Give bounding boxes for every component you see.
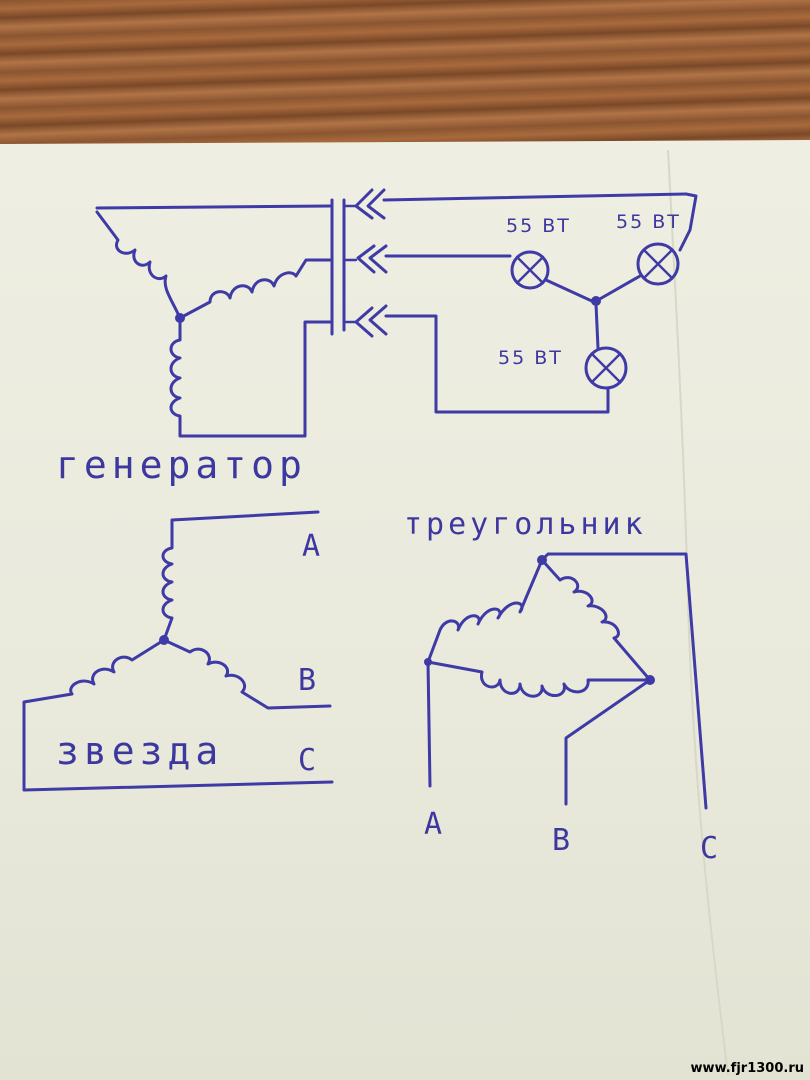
triangle-label-c: C	[700, 831, 722, 866]
watermark-text: www.fjr1300.ru	[690, 1061, 804, 1076]
plug-chevrons-mid	[356, 244, 512, 274]
lamp-left-label: 55 ВТ	[506, 215, 571, 237]
triangle-winding-left	[426, 558, 544, 664]
star-label-a: A	[302, 529, 324, 564]
lamp-bottom-label: 55 ВТ	[498, 347, 563, 369]
lamp-right-label: 55 ВТ	[616, 211, 681, 233]
plug-chevrons-top	[354, 188, 688, 220]
triangle-node-left	[424, 658, 432, 666]
lamp-left	[510, 250, 550, 290]
triangle-lead-a	[426, 660, 432, 788]
star-phase-a-wire	[170, 510, 320, 524]
triangle-winding-bottom	[426, 660, 652, 698]
star-diagram: звезда A B C	[22, 510, 334, 792]
triangle-node-top	[537, 555, 547, 565]
star-label-b: B	[298, 663, 320, 698]
lamp-wire-right-supply	[678, 192, 698, 252]
triangle-diagram: треугольник A B C	[404, 507, 722, 866]
generator-winding-bottom	[169, 316, 334, 438]
lamp-star-wires	[544, 274, 642, 350]
star-winding-b	[162, 638, 332, 710]
triangle-label-a: A	[424, 807, 446, 842]
generator-label: генератор	[56, 443, 307, 487]
generator-winding-left	[95, 210, 182, 320]
triangle-node-right	[645, 675, 655, 685]
generator-neutral-node	[175, 313, 185, 323]
triangle-winding-right	[540, 558, 652, 682]
star-label: звезда	[56, 729, 223, 773]
lamp-right	[636, 242, 680, 286]
plug-chevrons-bot	[354, 304, 610, 414]
lamp-bottom	[584, 346, 628, 390]
generator-diagram: 55 ВТ 55 ВТ 55 ВТ генератор	[56, 188, 698, 487]
generator-top-wire	[95, 204, 332, 210]
star-winding-c	[22, 638, 334, 792]
triangle-label: треугольник	[404, 507, 647, 542]
star-label-c: C	[298, 743, 320, 778]
lamp-neutral-node	[591, 296, 601, 306]
triangle-lead-b	[564, 678, 652, 806]
generator-winding-right	[178, 258, 332, 320]
triangle-label-b: B	[552, 823, 574, 858]
star-winding-a	[161, 520, 174, 642]
